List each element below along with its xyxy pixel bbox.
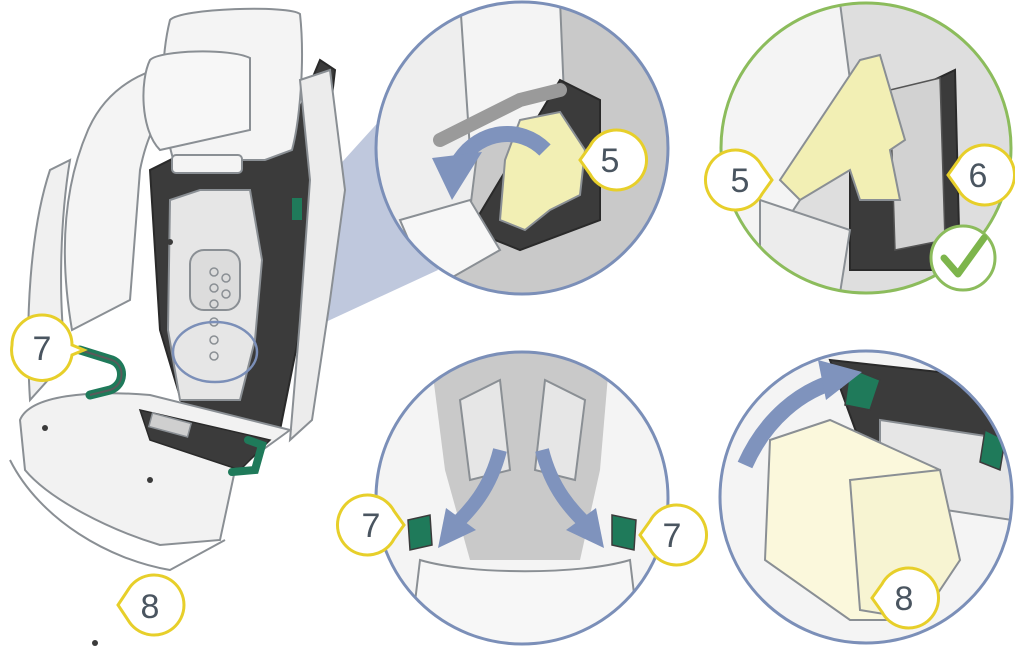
callout-7-belt-left: 7 <box>336 493 406 557</box>
callout-5-detail: 5 <box>578 128 648 192</box>
zoom-highlight <box>171 320 259 384</box>
callout-label: 8 <box>895 580 914 618</box>
down-arrow-head-left <box>438 508 476 548</box>
callout-7-left: 7 <box>10 313 88 382</box>
detail-belt-routing <box>374 350 670 646</box>
screw-dot <box>167 239 173 245</box>
screw-dot <box>147 477 153 483</box>
belt-guide-right <box>228 436 267 476</box>
callout-label: 7 <box>663 517 682 555</box>
green-indicator <box>292 198 302 220</box>
callout-label: 7 <box>362 507 381 545</box>
buckle-plate <box>189 249 241 311</box>
callout-label: 8 <box>141 588 160 626</box>
base-outline <box>9 459 226 572</box>
callout-6-check: 6 <box>946 143 1015 207</box>
right-side-bolster <box>288 68 347 443</box>
check-icon <box>940 234 988 278</box>
detail-clip-rotation <box>374 0 670 296</box>
callout-5-check: 5 <box>704 148 774 212</box>
belt-guide-left-detail <box>407 514 433 551</box>
detail-circle-frame <box>718 349 1014 645</box>
callout-8-cover: 8 <box>870 566 940 630</box>
callout-label: 6 <box>969 157 988 195</box>
yellow-clip-engaged <box>778 53 907 202</box>
callout-7-belt-right: 7 <box>638 503 708 567</box>
lift-arrow-head <box>818 360 862 400</box>
callout-label: 7 <box>33 330 52 368</box>
headrest-front <box>142 50 251 152</box>
callout-label: 5 <box>601 142 620 180</box>
screw-dot <box>42 425 48 431</box>
belt-guide-left-outline <box>79 349 123 396</box>
callout-8-main: 8 <box>116 573 186 637</box>
curved-arrow-icon <box>453 126 551 165</box>
callout-label: 5 <box>731 162 750 200</box>
down-arrow-head-right <box>566 508 604 548</box>
headrest-handle <box>171 154 243 174</box>
screw-dot <box>92 640 98 646</box>
detail-lift-cover <box>718 349 1014 645</box>
belt-guide-right-detail <box>611 514 637 551</box>
detail-circle-frame-green <box>719 1 1013 295</box>
detail-circle-frame <box>374 0 670 296</box>
buckle <box>147 412 193 438</box>
detail-correct-position <box>719 1 1013 295</box>
car-seat-overview <box>9 7 438 646</box>
curved-arrow-head <box>432 152 482 200</box>
